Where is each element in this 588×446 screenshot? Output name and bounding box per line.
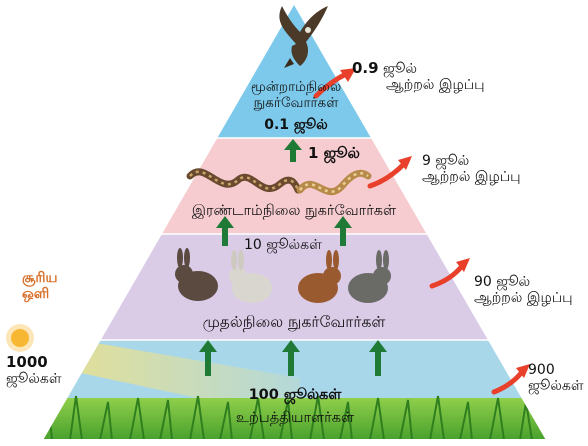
loss-top-unit: ஜூல்	[383, 61, 417, 77]
sunlight-label-line1: சூரிய	[22, 270, 57, 286]
primary-energy: 10 ஜூல்கள்	[244, 237, 322, 253]
sun-energy-unit: ஜூல்கள்	[6, 371, 62, 387]
loss-secondary: 9 ஜூல் ஆற்றல் இழப்பு	[422, 153, 572, 185]
tertiary-title-line2: நுகர்வோர்கள்	[238, 96, 354, 112]
sun-energy-value: 1000	[6, 354, 62, 371]
tertiary-energy: 0.1 ஜூல்	[236, 117, 356, 133]
loss-top-text: ஆற்றல் இழப்பு	[386, 77, 502, 93]
secondary-consumers-title: இரண்டாம்நிலை நுகர்வோர்கள்	[188, 203, 400, 220]
loss-secondary-value: 9 ஜூல்	[422, 153, 572, 169]
loss-producers-unit: ஜூல்கள்	[528, 378, 588, 394]
sunlight-label-line2: ஒளி	[22, 286, 57, 302]
sun-energy: 1000 ஜூல்கள்	[6, 354, 62, 387]
sun-icon	[6, 324, 34, 352]
producers-title: உற்பத்தியாளர்கள்	[212, 410, 378, 427]
loss-producers: 900 ஜூல்கள்	[528, 362, 588, 394]
loss-primary-value: 90 ஜூல்	[474, 274, 586, 290]
tertiary-consumers-title: மூன்றாம்நிலை நுகர்வோர்கள்	[238, 80, 354, 111]
loss-top: 0.9 ஜூல் ஆற்றல் இழப்பு	[352, 60, 502, 93]
primary-consumers-title: முதல்நிலை நுகர்வோர்கள்	[168, 314, 420, 332]
loss-top-value: 0.9	[352, 59, 379, 77]
loss-secondary-text: ஆற்றல் இழப்பு	[422, 169, 572, 185]
secondary-energy: 1 ஜூல்	[308, 145, 360, 162]
tertiary-title-line1: மூன்றாம்நிலை	[238, 80, 354, 96]
loss-primary: 90 ஜூல் ஆற்றல் இழப்பு	[474, 274, 586, 306]
producers-energy: 100 ஜூல்கள்	[222, 387, 368, 404]
sunlight-label: சூரிய ஒளி	[22, 270, 57, 302]
loss-primary-text: ஆற்றல் இழப்பு	[474, 290, 586, 306]
loss-producers-value: 900	[528, 362, 588, 378]
